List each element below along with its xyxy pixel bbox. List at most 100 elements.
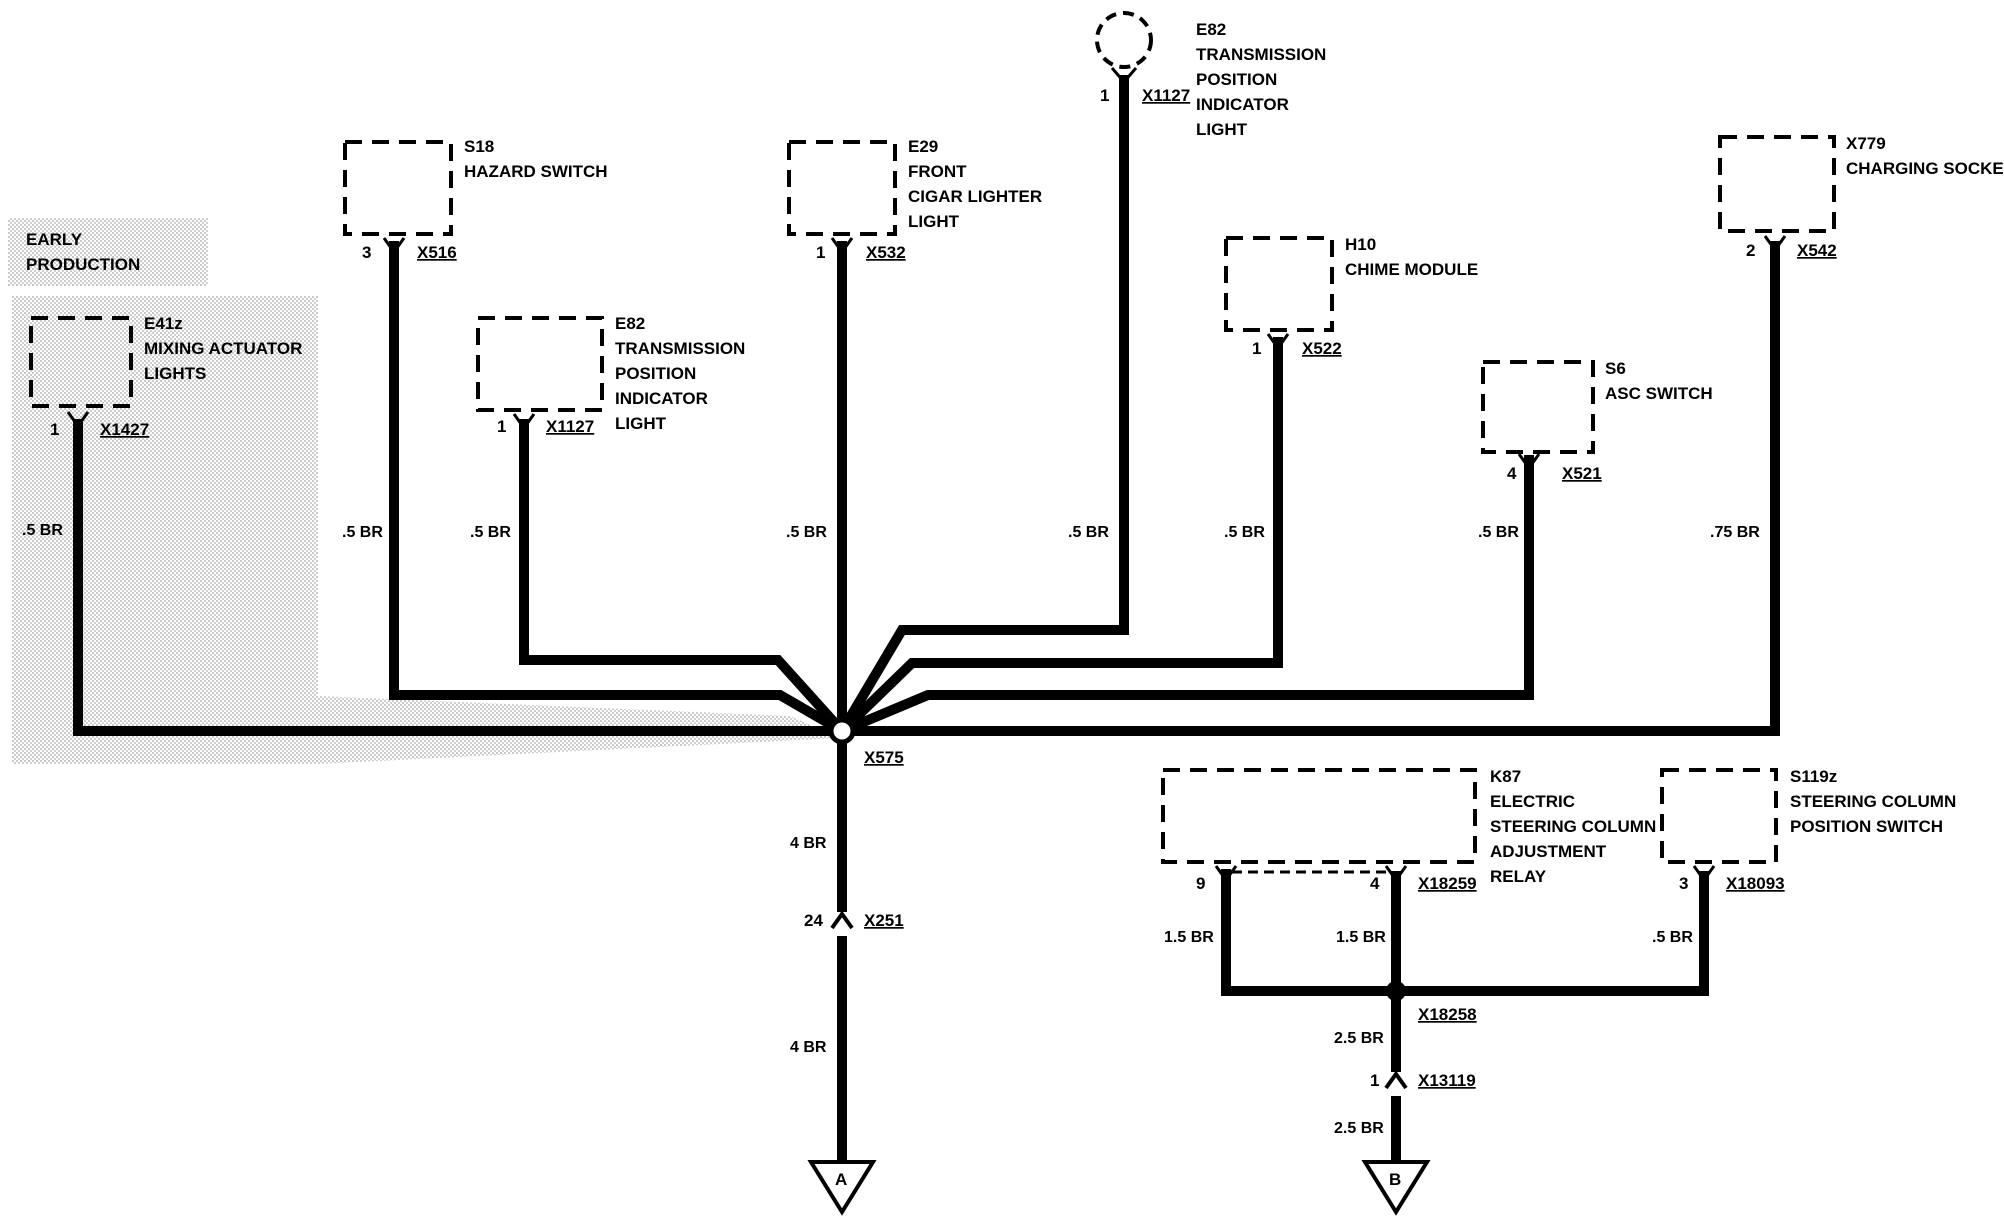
e29-pin-number: 1 — [816, 243, 825, 262]
s18-wire-label: .5 BR — [342, 524, 383, 541]
wire-h10 — [834, 337, 1283, 739]
e82-left-id: E82 — [615, 314, 645, 333]
e29-pin-symbol — [830, 237, 854, 255]
k87-wire-b-label: 1.5 BR — [1336, 929, 1386, 946]
e82-left-component-box — [476, 316, 604, 412]
k87-line1: ELECTRIC — [1490, 792, 1575, 811]
s119z-pin-symbol — [1692, 865, 1716, 883]
e41z-line2: LIGHTS — [144, 364, 206, 383]
s6-line1: ASC SWITCH — [1605, 384, 1713, 403]
e41z-component-box — [29, 316, 133, 408]
wire-x779 — [837, 241, 1780, 736]
e29-component-box — [787, 140, 897, 236]
early-production-line2: PRODUCTION — [26, 255, 140, 274]
x779-id: X779 — [1846, 134, 1886, 153]
e82-top-id: E82 — [1196, 20, 1226, 39]
k87-component-box — [1161, 768, 1477, 864]
k87-line2: STEERING COLUMN — [1490, 817, 1656, 836]
s119z-component-box — [1660, 768, 1778, 864]
h10-pin-number: 1 — [1252, 339, 1261, 358]
splice-x575-label: X575 — [864, 748, 904, 767]
s119z-line2: POSITION SWITCH — [1790, 817, 1943, 836]
early-production-shading — [8, 218, 840, 764]
e82-top-pin-number: 1 — [1100, 86, 1109, 105]
ground-a-triangle — [807, 1160, 877, 1216]
connector-pins — [66, 67, 1787, 883]
e82-top-wire-label: .5 BR — [1068, 524, 1109, 541]
h10-component-box — [1224, 236, 1334, 332]
e29-line2: CIGAR LIGHTER — [908, 187, 1042, 206]
e41z-connector: X1427 — [100, 420, 149, 439]
wire-k87-pin9 — [1221, 869, 1709, 996]
early-production-area-shade — [12, 296, 318, 764]
e82-left-line1: TRANSMISSION — [615, 339, 745, 358]
e41z-wire-label: .5 BR — [22, 522, 63, 539]
h10-pin-symbol — [1266, 333, 1290, 351]
splice-x18258-label: X18258 — [1418, 1005, 1477, 1024]
e82-top-line3: INDICATOR — [1196, 95, 1289, 114]
x779-line1: CHARGING SOCKET — [1846, 159, 2004, 178]
h10-id: H10 — [1345, 235, 1376, 254]
s119z-wire-label: .5 BR — [1652, 929, 1693, 946]
k87-pin9-number: 9 — [1196, 874, 1205, 893]
x779-pin-symbol — [1763, 235, 1787, 253]
e29-line3: LIGHT — [908, 212, 960, 231]
wire-s18 — [389, 241, 849, 738]
e82-top-pin-symbol — [1110, 67, 1138, 85]
x779-connector: X542 — [1797, 241, 1837, 260]
x251-connector-symbol — [830, 910, 854, 930]
e82-top-connector: X1127 — [1142, 86, 1190, 105]
h10-line1: CHIME MODULE — [1345, 260, 1478, 279]
s6-pin-number: 4 — [1507, 464, 1517, 483]
e82-top-line1: TRANSMISSION — [1196, 45, 1326, 64]
k87-connector: X18259 — [1418, 874, 1477, 893]
k87-line3: ADJUSTMENT — [1490, 842, 1607, 861]
e41z-id: E41z — [144, 314, 183, 333]
e29-connector: X532 — [866, 243, 906, 262]
s18-connector: X516 — [417, 243, 457, 262]
e82-left-line4: LIGHT — [615, 414, 667, 433]
ground-a-label: A — [835, 1170, 847, 1189]
e29-line1: FRONT — [908, 162, 967, 181]
h10-wire-label: .5 BR — [1224, 524, 1265, 541]
s6-pin-symbol — [1517, 453, 1541, 471]
wire-s6 — [835, 455, 1534, 738]
e29-id: E29 — [908, 137, 938, 156]
ground-b-triangle — [1361, 1160, 1431, 1216]
early-production-line1: EARLY — [26, 230, 83, 249]
k87-line4: RELAY — [1490, 867, 1547, 886]
e82-left-line2: POSITION — [615, 364, 696, 383]
s18-line1: HAZARD SWITCH — [464, 162, 608, 181]
e82-left-wire-label: .5 BR — [470, 524, 511, 541]
ground-a-wire-upper: 4 BR — [790, 835, 827, 852]
s119z-id: S119z — [1790, 767, 1837, 786]
s18-pin-number: 3 — [362, 243, 371, 262]
x13119-connector: X13119 — [1418, 1071, 1476, 1090]
splice-x575 — [828, 717, 856, 745]
k87-pin4-number: 4 — [1370, 874, 1380, 893]
x13119-pin-number: 1 — [1370, 1071, 1379, 1090]
early-production-tag-shade — [8, 218, 208, 286]
s119z-pin-number: 3 — [1679, 874, 1688, 893]
ground-b-wire-lower: 2.5 BR — [1334, 1120, 1384, 1137]
e82-left-pin-symbol — [512, 413, 536, 431]
wire-e82-left — [519, 419, 850, 739]
splice-x18258 — [1386, 981, 1406, 1001]
x251-pin-number: 24 — [804, 911, 823, 930]
wire-e41z — [73, 419, 847, 736]
e82-left-pin-number: 1 — [497, 417, 506, 436]
e82-left-line3: INDICATOR — [615, 389, 708, 408]
s6-component-box — [1481, 360, 1595, 454]
inline-connectors — [830, 910, 1408, 1096]
ground-b-label: B — [1389, 1170, 1401, 1189]
x779-component-box — [1718, 135, 1836, 233]
wire-e82-top — [835, 75, 1129, 738]
x779-wire-label: .75 BR — [1710, 524, 1760, 541]
s6-wire-label: .5 BR — [1478, 524, 1519, 541]
e82-top-line2: POSITION — [1196, 70, 1277, 89]
s18-id: S18 — [464, 137, 494, 156]
x779-pin-number: 2 — [1746, 241, 1755, 260]
e41z-line1: MIXING ACTUATOR — [144, 339, 302, 358]
h10-connector: X522 — [1302, 339, 1342, 358]
